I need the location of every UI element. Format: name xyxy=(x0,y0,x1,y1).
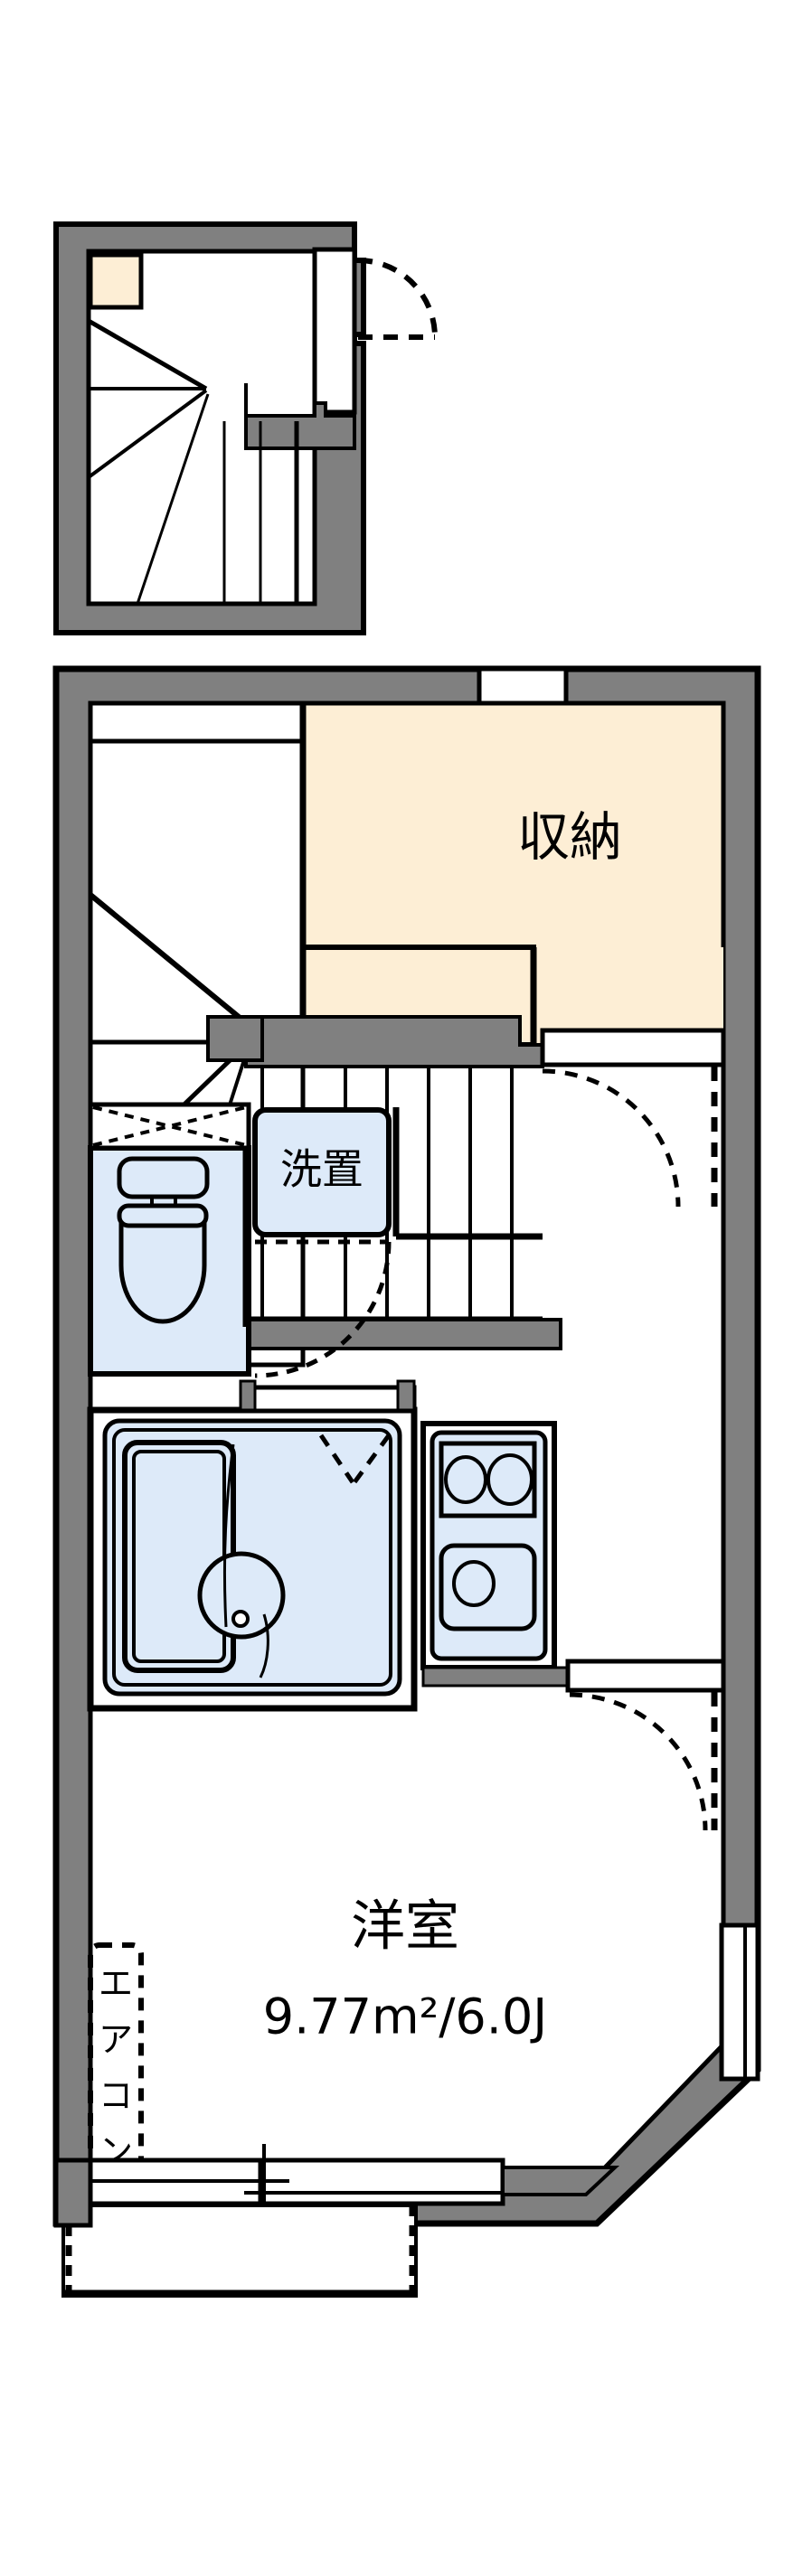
balcony xyxy=(61,2204,418,2298)
aircon-label-char-3: コ xyxy=(99,2076,133,2116)
bath-entry-threshold xyxy=(240,1385,417,1414)
bath-door-marks xyxy=(318,1434,392,1484)
entry-door-opening xyxy=(540,1028,726,1067)
stove-burner-right xyxy=(486,1453,533,1506)
stair-landing-wall xyxy=(244,1015,544,1068)
main-room-label: 洋室 xyxy=(351,1895,459,1959)
inset-door-swing-arc xyxy=(357,258,438,338)
inset-closet xyxy=(88,252,144,310)
bath-washbasin-drain xyxy=(231,1610,250,1628)
aircon-label-char-2: ア xyxy=(99,2020,133,2060)
bottom-left-wall-stub xyxy=(53,2158,93,2228)
balcony-slab xyxy=(61,2204,418,2298)
kitchen-sink-drain xyxy=(452,1560,496,1607)
bath-door-jamb-left xyxy=(239,1379,257,1412)
washer-label: 洗置 xyxy=(280,1145,364,1194)
inset-entry-strip xyxy=(312,247,357,415)
room-door-swing-arc xyxy=(569,1692,708,1831)
bathtub-inner xyxy=(132,1450,226,1663)
storage-room xyxy=(300,700,726,968)
toilet-sliding-door-marks xyxy=(92,1105,247,1147)
bath-washbasin xyxy=(197,1551,286,1640)
kitchen-base-wall xyxy=(421,1666,570,1688)
bath-door-swing-arc xyxy=(254,1241,392,1378)
room-door-opening xyxy=(565,1659,726,1693)
main-plan: 収納 xyxy=(52,665,761,2298)
bath-partition-curve xyxy=(222,1443,235,1628)
bath-door-jamb-right xyxy=(396,1379,416,1412)
bath-basin-tail xyxy=(259,1613,269,1678)
stove-burner-left xyxy=(444,1455,487,1504)
stair-post xyxy=(206,1015,264,1062)
side-window xyxy=(719,1923,760,2082)
bottom-right-wall-stub xyxy=(501,2166,620,2196)
top-wall-opening xyxy=(477,666,569,706)
main-room-area-label: 9.77m²/6.0J xyxy=(263,1988,547,2045)
sliding-window-group xyxy=(88,2144,505,2216)
storage-label: 収納 xyxy=(517,806,622,868)
toilet-fixture xyxy=(117,1156,210,1324)
sliding-window-right xyxy=(258,2158,505,2206)
inset-stairs xyxy=(87,318,299,606)
inset-wall-nub xyxy=(244,383,356,450)
washer-pan xyxy=(252,1107,392,1237)
stair-inset-plan xyxy=(53,221,438,635)
aircon-label-char-1: エ xyxy=(99,1964,133,2004)
entry-door-swing-arc xyxy=(542,1068,681,1208)
